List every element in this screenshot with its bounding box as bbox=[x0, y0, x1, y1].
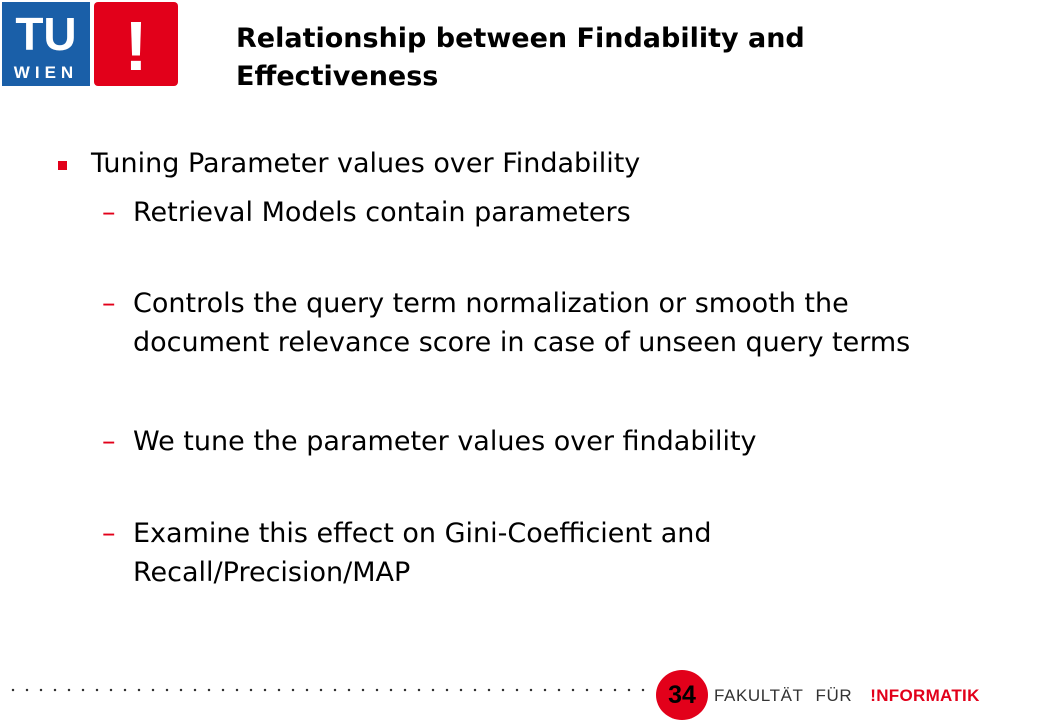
square-bullet-icon bbox=[58, 160, 67, 170]
slide-content: Tuning Parameter values over Findability… bbox=[58, 145, 993, 592]
faculty-word-fuer: FÜR bbox=[815, 686, 853, 705]
sub-item-line: Recall/Precision/MAP bbox=[133, 557, 411, 588]
logo-red-block bbox=[94, 2, 178, 86]
sub-item-4: – Examine this effect on Gini-Coefficien… bbox=[102, 514, 993, 592]
logo-tu-text: TU bbox=[15, 8, 76, 60]
slide-title-line-1: Relationship between Findability and bbox=[236, 23, 805, 54]
slide-title: Relationship between Findability and Eff… bbox=[236, 20, 996, 96]
logo-wien-text: WIEN bbox=[14, 63, 78, 82]
sub-item-line: Retrieval Models contain parameters bbox=[133, 197, 631, 228]
tu-wien-logo: TU WIEN ! bbox=[2, 2, 178, 86]
main-bullet-text: Tuning Parameter values over Findability bbox=[91, 148, 641, 179]
sub-item-text: We tune the parameter values over findab… bbox=[133, 422, 993, 461]
faculty-word-fakultaet: FAKULTÄT bbox=[714, 686, 804, 705]
dash-bullet-icon: – bbox=[102, 288, 116, 319]
slide-title-line-2: Effectiveness bbox=[236, 61, 439, 92]
logo-blue-block bbox=[2, 2, 90, 86]
dash-bullet-icon: – bbox=[102, 518, 116, 549]
sub-item-line: We tune the parameter values over findab… bbox=[133, 426, 757, 457]
footer-dotted-line bbox=[6, 688, 646, 692]
page-number-badge: 34 bbox=[656, 670, 708, 720]
sub-item-2: – Controls the query term normalization … bbox=[102, 284, 993, 362]
sub-item-text: Retrieval Models contain parameters bbox=[133, 193, 993, 232]
dash-bullet-icon: – bbox=[102, 426, 116, 457]
main-bullet: Tuning Parameter values over Findability bbox=[58, 145, 640, 183]
sub-item-3: – We tune the parameter values over find… bbox=[102, 422, 993, 461]
sub-item-line: document relevance score in case of unse… bbox=[133, 327, 911, 358]
sub-item-text: Examine this effect on Gini-Coefficient … bbox=[133, 514, 993, 592]
sub-item-1: – Retrieval Models contain parameters bbox=[102, 193, 993, 232]
faculty-word-informatik: !NFORMATIK bbox=[870, 686, 980, 705]
sub-item-line: Controls the query term normalization or… bbox=[133, 288, 849, 319]
logo-exclamation-mark: ! bbox=[124, 7, 147, 85]
faculty-label: FAKULTÄT FÜR !NFORMATIK bbox=[714, 686, 980, 706]
sub-item-line: Examine this effect on Gini-Coefficient … bbox=[133, 518, 712, 549]
dash-bullet-icon: – bbox=[102, 197, 116, 228]
sub-item-text: Controls the query term normalization or… bbox=[133, 284, 993, 362]
